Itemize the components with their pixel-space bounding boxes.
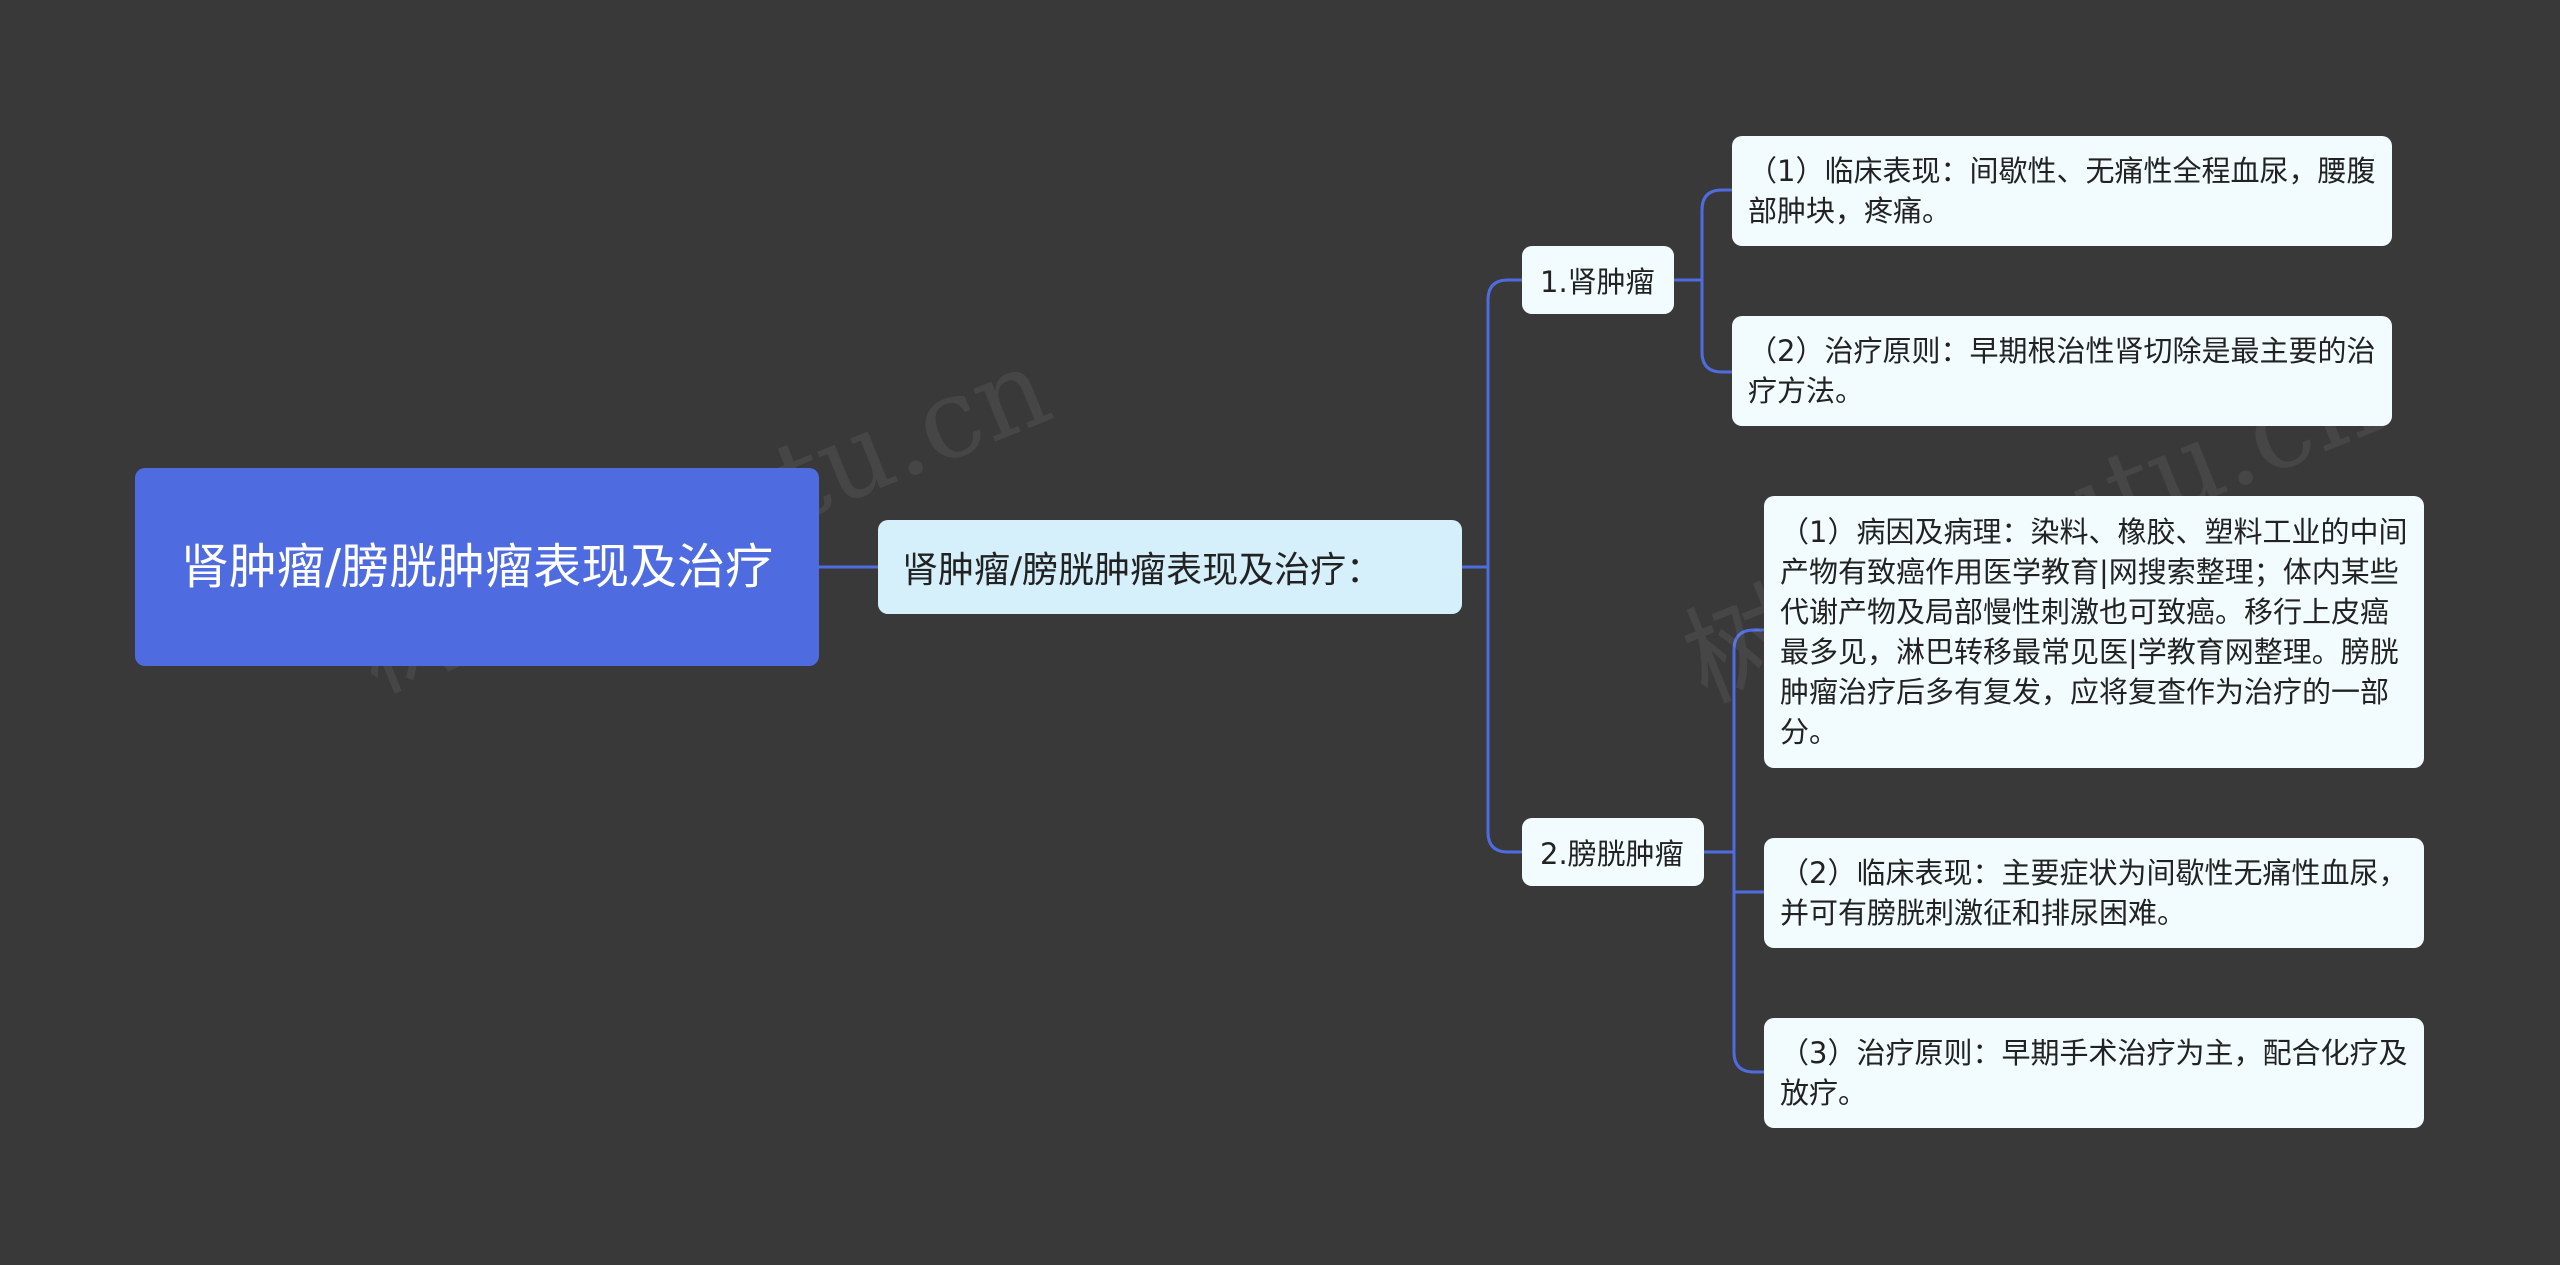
leaf-text: （2）治疗原则：早期根治性肾切除是最主要的治疗方法。: [1748, 334, 2376, 408]
root-topic-label: 肾肿瘤/膀胱肿瘤表现及治疗: [180, 539, 774, 595]
connector-to-branch-2: [1486, 567, 1522, 854]
root-topic[interactable]: 肾肿瘤/膀胱肿瘤表现及治疗: [135, 468, 819, 666]
connector-b1-child-1: [1700, 188, 1732, 280]
branch-label: 1.肾肿瘤: [1540, 265, 1655, 299]
leaf-text: （1）病因及病理：染料、橡胶、塑料工业的中间产物有致癌作用医学教育|网搜索整理；…: [1780, 515, 2408, 749]
branch-kidney-tumor[interactable]: 1.肾肿瘤: [1522, 246, 1674, 314]
leaf-text: （3）治疗原则：早期手术治疗为主，配合化疗及放疗。: [1780, 1036, 2408, 1110]
main-topic-label: 肾肿瘤/膀胱肿瘤表现及治疗：: [902, 550, 1383, 591]
leaf-bladder-treatment[interactable]: （3）治疗原则：早期手术治疗为主，配合化疗及放疗。: [1764, 1018, 2424, 1128]
main-topic[interactable]: 肾肿瘤/膀胱肿瘤表现及治疗：: [878, 520, 1462, 614]
leaf-text: （1）临床表现：间歇性、无痛性全程血尿，腰腹部肿块，疼痛。: [1748, 154, 2376, 228]
connector-to-branch-1: [1486, 278, 1522, 567]
connector-b2-child-3: [1732, 852, 1764, 1074]
leaf-bladder-clinical[interactable]: （2）临床表现：主要症状为间歇性无痛性血尿，并可有膀胱刺激征和排尿困难。: [1764, 838, 2424, 948]
connector-b2-child-1: [1732, 628, 1764, 852]
branch-label: 2.膀胱肿瘤: [1540, 837, 1684, 871]
connector-b2-child-2: [1732, 852, 1764, 894]
leaf-kidney-treatment[interactable]: （2）治疗原则：早期根治性肾切除是最主要的治疗方法。: [1732, 316, 2392, 426]
branch-bladder-tumor[interactable]: 2.膀胱肿瘤: [1522, 818, 1704, 886]
leaf-text: （2）临床表现：主要症状为间歇性无痛性血尿，并可有膀胱刺激征和排尿困难。: [1780, 856, 2408, 930]
leaf-bladder-etiology[interactable]: （1）病因及病理：染料、橡胶、塑料工业的中间产物有致癌作用医学教育|网搜索整理；…: [1764, 496, 2424, 768]
leaf-kidney-clinical[interactable]: （1）临床表现：间歇性、无痛性全程血尿，腰腹部肿块，疼痛。: [1732, 136, 2392, 246]
connector-b1-child-2: [1700, 280, 1732, 374]
